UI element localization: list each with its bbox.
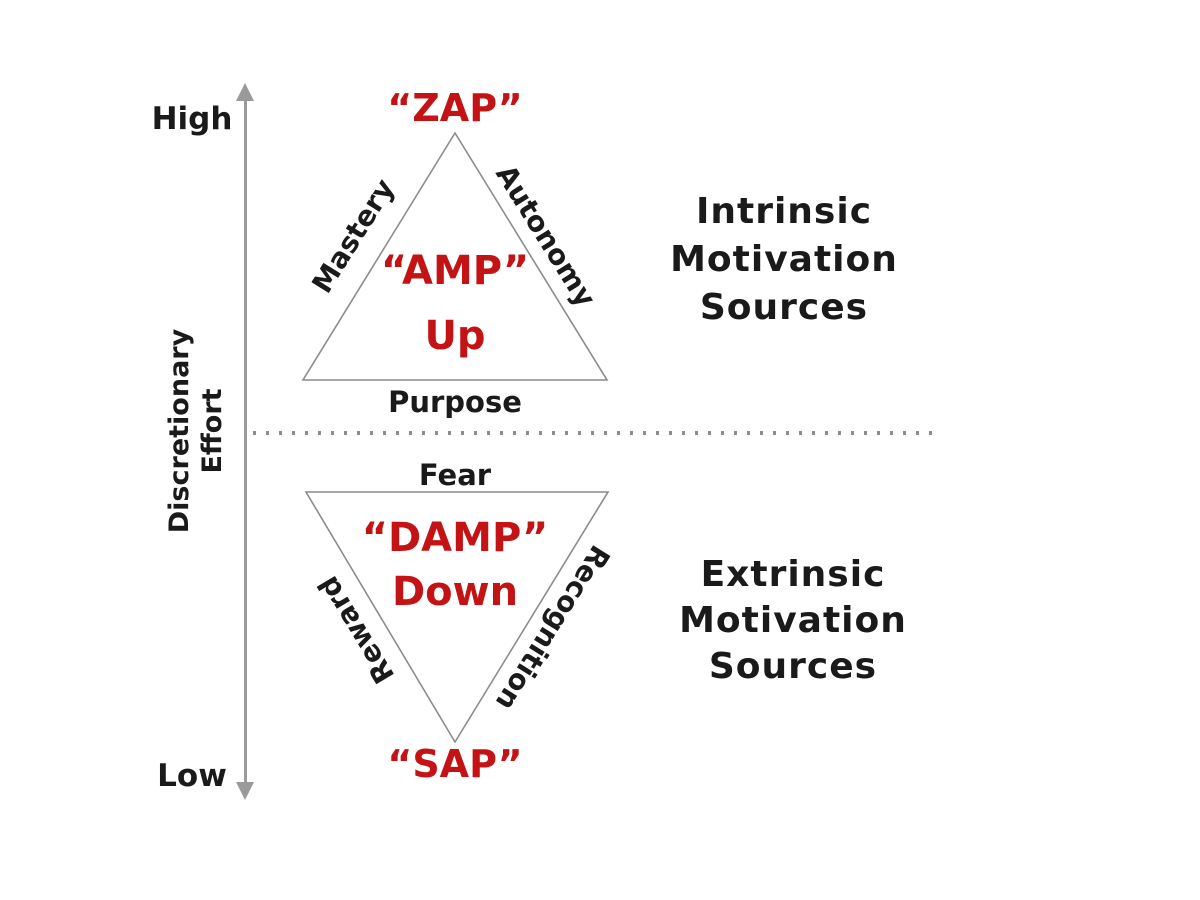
axis-arrow-down-icon xyxy=(236,782,254,800)
axis-title-line2: Effort xyxy=(197,388,228,474)
intrinsic-heading-line2: Motivation xyxy=(670,239,898,280)
axis-title: Discretionary Effort xyxy=(163,311,233,551)
extrinsic-heading-line3: Sources xyxy=(708,646,878,687)
extrinsic-inner-label-line2: Down xyxy=(391,569,519,615)
intrinsic-heading-line3: Sources xyxy=(699,287,869,328)
intrinsic-apex-label: “ZAP” xyxy=(387,86,523,130)
extrinsic-triangle xyxy=(304,491,610,744)
divider-dotted-line xyxy=(253,431,937,435)
intrinsic-inner-label-line2: Up xyxy=(424,313,486,359)
extrinsic-motivation-heading: Extrinsic Motivation Sources xyxy=(628,552,958,690)
discretionary-effort-axis-line xyxy=(244,98,247,786)
intrinsic-triangle xyxy=(301,131,609,381)
intrinsic-heading-line1: Intrinsic xyxy=(695,191,873,232)
axis-title-line1: Discretionary xyxy=(164,328,195,534)
intrinsic-base-edge-label: Purpose xyxy=(388,385,522,419)
axis-arrow-up-icon xyxy=(236,83,254,101)
intrinsic-inner-label-line1: “AMP” xyxy=(380,248,530,294)
extrinsic-apex-label: “SAP” xyxy=(387,742,523,786)
extrinsic-heading-line1: Extrinsic xyxy=(700,554,886,595)
extrinsic-top-edge-label: Fear xyxy=(418,458,492,492)
extrinsic-heading-line2: Motivation xyxy=(679,600,907,641)
axis-high-label: High xyxy=(151,101,233,137)
extrinsic-inner-label-line1: “DAMP” xyxy=(361,515,549,561)
axis-low-label: Low xyxy=(157,758,227,794)
intrinsic-motivation-heading: Intrinsic Motivation Sources xyxy=(619,188,949,332)
